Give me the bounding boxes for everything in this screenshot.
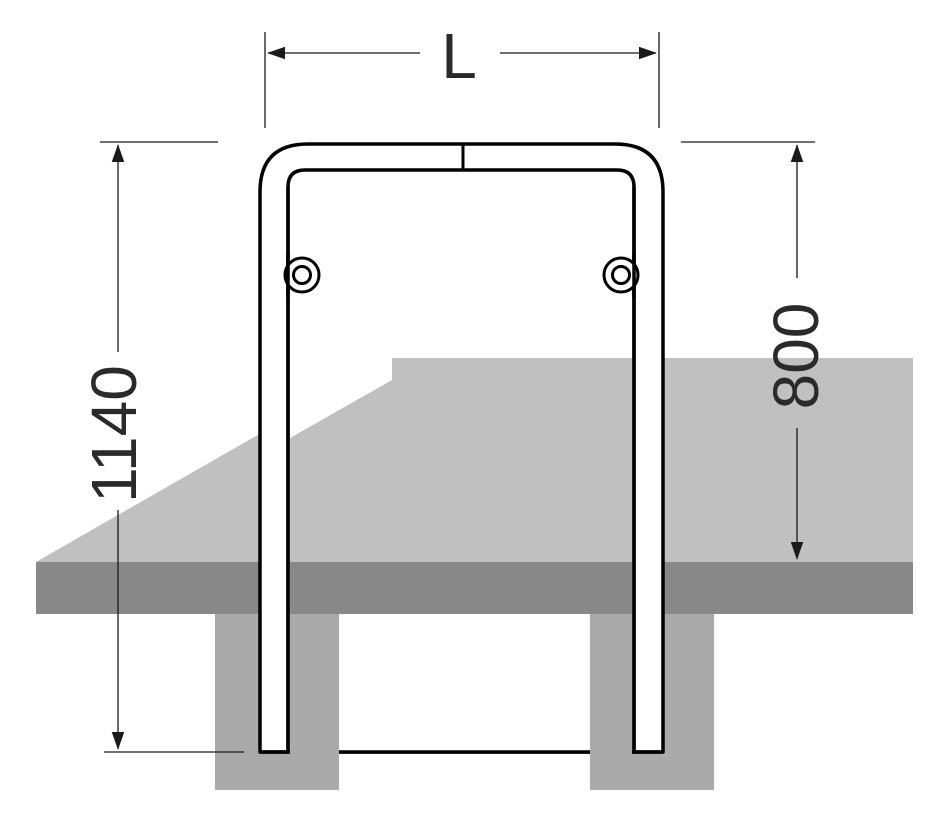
above-ground-height-label: 800 xyxy=(760,303,832,410)
dimension-total-height: 1140 xyxy=(78,141,244,753)
left-ring-fitting xyxy=(283,252,321,298)
length-label: L xyxy=(441,20,477,92)
u-tube-frame xyxy=(258,142,665,820)
right-ring-fitting xyxy=(602,252,640,298)
total-height-label: 1140 xyxy=(78,365,150,503)
dimension-above-ground-height: 800 xyxy=(681,141,832,560)
dimension-length: L xyxy=(264,20,660,128)
